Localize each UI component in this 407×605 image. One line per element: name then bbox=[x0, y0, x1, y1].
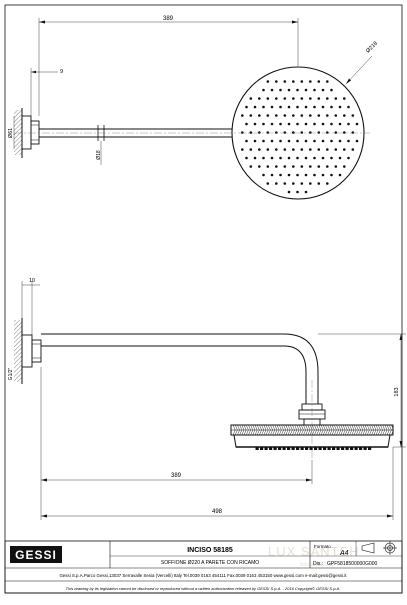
svg-text:GESSI: GESSI bbox=[15, 548, 57, 562]
dim-top-arm-length: 389 bbox=[163, 16, 174, 22]
product-description: SOFFIONE Ø220 A PARETE CON RICAMO bbox=[161, 560, 259, 566]
company-address: Gessi S.p.A.Parco Gessi,13037 Serravalle… bbox=[59, 573, 347, 578]
format-label: Formato bbox=[314, 544, 331, 549]
dim-plate-offset: 9 bbox=[60, 69, 63, 75]
dim-total-height: 183 bbox=[394, 387, 400, 396]
dim-total-length: 498 bbox=[212, 509, 223, 515]
watermark: LUX SANTEH luxsanteh.ru bbox=[268, 544, 360, 568]
dim-pipe-diameter: Ø18 bbox=[96, 150, 102, 160]
title-block bbox=[4, 540, 403, 594]
svg-text:LUX SANTEH: LUX SANTEH bbox=[268, 544, 360, 559]
dim-plate-depth: 10 bbox=[29, 278, 35, 284]
dis-label: Dis.: bbox=[313, 561, 323, 567]
head-knurl-pattern bbox=[232, 424, 394, 436]
dim-head-diameter: Ø218 bbox=[365, 41, 379, 55]
head-nozzle-teeth bbox=[255, 446, 372, 450]
dim-side-arm-length: 389 bbox=[171, 473, 182, 479]
side-view bbox=[14, 281, 406, 520]
top-view bbox=[13, 18, 373, 200]
svg-text:luxsanteh.ru: luxsanteh.ru bbox=[300, 562, 333, 568]
product-name: INCISO 58185 bbox=[187, 547, 233, 554]
sheet-border bbox=[4, 4, 403, 594]
gessi-logo: GESSI bbox=[10, 546, 62, 563]
dim-thread-size: G1/2" bbox=[8, 367, 14, 380]
dis-code: GPF5818500000G000 bbox=[327, 561, 378, 567]
format-value: A4 bbox=[339, 550, 349, 557]
dim-plate-diameter: Ø61 bbox=[8, 128, 14, 138]
nozzle-pattern bbox=[241, 80, 359, 194]
legal-notice: This drawing by its legislation cannot b… bbox=[66, 586, 341, 591]
projection-symbol-icon bbox=[361, 541, 397, 555]
